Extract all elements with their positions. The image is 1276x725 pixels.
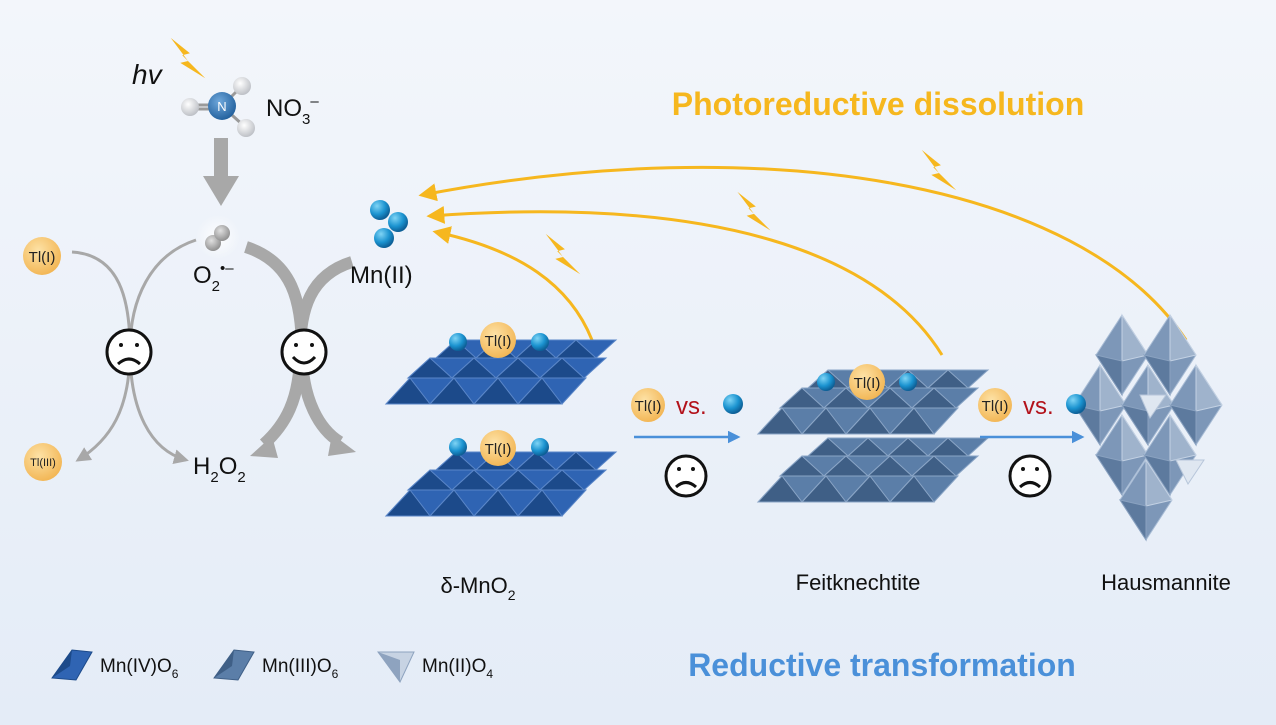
octahedron-face [1195,363,1223,412]
octahedron-face [472,377,520,405]
reductive-transformation-title: Reductive transformation [688,647,1076,683]
octahedron-face [844,475,892,503]
delta-dissolution-arrow [432,226,594,341]
svg-text:vs.: vs. [676,393,707,420]
delta-mno2-label: δ-MnO2 [440,573,515,603]
octahedron-face [756,407,804,435]
superoxide-molecule [196,215,240,259]
octahedron-face [1175,459,1205,485]
delta-mno2-structure [384,339,618,517]
feitknechtite-structure [756,369,990,503]
happy-face-icon [280,328,328,376]
octahedron-face [1072,404,1101,447]
octahedron-face [1099,363,1127,412]
feitknechtite-dissolution-arrow [426,205,944,356]
sad-face-icon [664,454,708,498]
hausmannite-label: Hausmannite [1101,570,1231,595]
octahedron-face [888,475,936,503]
h2o2-label: H2O2 [193,453,246,486]
legend-mn4-octahedron-icon [51,649,93,681]
nitrate-molecule: N [181,77,255,137]
superoxide-label: O2•– [193,260,234,295]
oxygen-atom [237,119,255,137]
octahedron-face [1120,404,1149,447]
octahedron-face [1145,458,1173,507]
nitrogen-atom-label: N [217,99,226,114]
hausmannite-dissolution-arrow [418,165,1188,341]
octahedron-face [1118,499,1147,542]
svg-text:Tl(I): Tl(I) [485,333,512,350]
octahedron-face [1142,354,1171,397]
nitrogen-atom [208,92,236,120]
sad-face-icon [1008,454,1052,498]
octahedron-face [1121,413,1149,462]
arrowhead [250,436,278,458]
octahedron-face [516,489,564,517]
octahedron-face [1169,313,1197,362]
light-source: hv [132,37,206,90]
legend-mn2-tetrahedron-icon [377,651,415,683]
legend-mn4-label: Mn(IV)O6 [100,656,179,681]
legend-mn3-label: Mn(III)O6 [262,656,339,681]
mn-ii-label: Mn(II) [350,262,413,289]
octahedron-face [384,377,432,405]
octahedron-face [428,377,476,405]
svg-text:Tl(I): Tl(I) [485,441,512,458]
lightning-icon [921,149,957,191]
feitknechtite-label: Feitknechtite [796,570,921,595]
photoreductive-dissolution-title: Photoreductive dissolution [672,86,1084,122]
octahedron-face [1168,404,1197,447]
legend-mn3-octahedron-icon [213,649,255,681]
octahedron-face [1142,454,1171,497]
octahedron-face [472,489,520,517]
photoreductive-arrows [418,165,1188,356]
octahedron-face [756,475,804,503]
octahedron-face [800,407,848,435]
lightning-icon [737,191,771,231]
tl-iii-bubble: Tl(III) [24,443,62,481]
transition-feitknechtite-to-hausmannite: Tl(I) vs. [978,388,1086,444]
svg-text:vs.: vs. [1023,393,1054,420]
svg-text:Tl(I): Tl(I) [854,375,881,392]
octahedron-face [1169,413,1197,462]
octahedron-face [844,407,892,435]
octahedron-face [1121,313,1149,362]
delta-top-adsorbates: Tl(I) [449,322,549,358]
hausmannite-structure [1072,313,1223,542]
octahedron-face [384,489,432,517]
down-arrow [203,138,239,206]
lightning-icon [170,37,206,79]
oxygen-atom [181,98,199,116]
sad-face-icon [105,328,153,376]
tl-i-bubble: Tl(I) [23,237,61,275]
svg-text:Tl(III): Tl(III) [30,457,56,469]
svg-text:Tl(I): Tl(I) [635,398,662,415]
mn-ii-cluster [370,200,408,248]
lightning-icon [545,233,581,275]
transition-delta-to-feitknechtite: Tl(I) vs. [631,388,743,444]
legend-mn2-label: Mn(II)O4 [422,656,493,681]
octahedron-face [1094,454,1123,497]
svg-text:Tl(I): Tl(I) [982,398,1009,415]
delta-bottom-adsorbates: Tl(I) [449,430,549,466]
octahedron-face [1094,354,1123,397]
legend: Mn(IV)O6 Mn(III)O6 Mn(II)O4 [51,649,493,683]
oxygen-atom [233,77,251,95]
svg-text:Tl(I): Tl(I) [29,249,56,266]
feitknechtite-adsorbates: Tl(I) [817,364,917,400]
octahedron-face [428,489,476,517]
nitrate-label: NO3– [266,93,319,128]
octahedron-face [516,377,564,405]
arrowhead [328,434,356,456]
octahedron-face [800,475,848,503]
octahedron-face [1139,394,1167,420]
hv-label: hv [132,59,164,90]
octahedron-face [888,407,936,435]
